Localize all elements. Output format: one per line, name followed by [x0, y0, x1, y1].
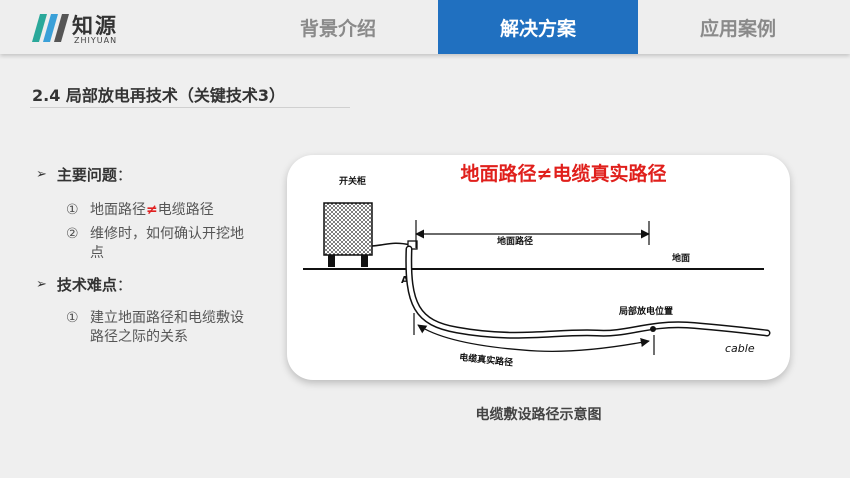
item-text: 维修时，如何确认开挖地点: [90, 226, 244, 261]
pd-location-label: 局部放电位置: [619, 305, 673, 317]
list-item: ② 维修时，如何确认开挖地点: [66, 225, 276, 263]
main-nav: 背景介绍 解决方案 应用案例: [238, 0, 838, 54]
cable-route-diagram: 开关柜 地面 地面路径 A 局部放电位置 cable 电缆真实路径: [303, 175, 771, 369]
item-text: 建立地面路径和电缆敷设路径之际的关系: [90, 310, 244, 345]
switchgear-leg: [361, 255, 368, 267]
item-number: ②: [66, 226, 79, 242]
tab-solution[interactable]: 解决方案: [438, 0, 638, 54]
point-a-label: A: [401, 275, 409, 286]
problem-heading-label: 主要问题: [56, 166, 117, 184]
bullet-heading-problem: ➢ 主要问题：: [36, 164, 276, 185]
difficulty-heading-label: 技术难点: [56, 276, 117, 294]
diagram-title: 地面路径≠电缆真实路径: [460, 163, 667, 185]
ground-label: 地面: [672, 252, 690, 264]
arrow-bullet-icon: ➢: [36, 167, 47, 182]
top-bar: 知源 ZHIYUAN 背景介绍 解决方案 应用案例: [0, 0, 850, 54]
brand-mark-icon: [32, 14, 69, 42]
bullet-heading-difficulty: ➢ 技术难点：: [36, 274, 276, 295]
switchgear-cable: [371, 242, 412, 247]
switchgear-leg: [328, 255, 335, 267]
difficulty-heading-colon: ：: [116, 276, 132, 294]
cable-path-label: 电缆真实路径: [459, 351, 514, 369]
pd-location-dot: [650, 326, 656, 332]
list-item: ① 建立地面路径和电缆敷设路径之际的关系: [66, 309, 276, 347]
brand-name-cn: 知源: [72, 14, 118, 38]
item-number: ①: [66, 310, 79, 326]
tab-background[interactable]: 背景介绍: [299, 17, 376, 40]
diagram-caption: 电缆敷设路径示意图: [475, 407, 602, 423]
list-item: ① 地面路径≠电缆路径: [66, 201, 276, 220]
tab-cases[interactable]: 应用案例: [699, 17, 776, 40]
switchgear-label: 开关柜: [339, 175, 366, 187]
page-title: 2.4 局部放电再技术（关键技术3）: [32, 86, 286, 105]
underground-cable-inner: [406, 247, 769, 338]
switchgear-box: [323, 202, 373, 256]
cable-label: cable: [725, 342, 755, 355]
arrow-bullet-icon: ➢: [36, 277, 47, 292]
item-text-part: 地面路径: [90, 202, 146, 218]
item-number: ①: [66, 202, 79, 218]
underground-cable-outer: [405, 245, 771, 339]
ground-path-label: 地面路径: [497, 235, 533, 247]
brand-name-en: ZHIYUAN: [74, 36, 118, 45]
diagram-card: 开关柜 地面 地面路径 A 局部放电位置 cable 电缆真实路径 地面路径≠电…: [287, 155, 790, 380]
brand-logo[interactable]: 知源 ZHIYUAN: [30, 10, 140, 48]
item-text: 地面路径≠电缆路径: [90, 201, 214, 220]
title-divider: [30, 107, 350, 108]
not-equal-sign: ≠: [146, 202, 158, 218]
item-text-part: 电缆路径: [157, 202, 214, 218]
cable-path-arrow: [417, 324, 650, 353]
bullet-list: ➢ 主要问题： ① 地面路径≠电缆路径 ② 维修时，如何确认开挖地点 ➢ 技术难…: [36, 164, 276, 347]
problem-heading-colon: ：: [116, 166, 132, 184]
